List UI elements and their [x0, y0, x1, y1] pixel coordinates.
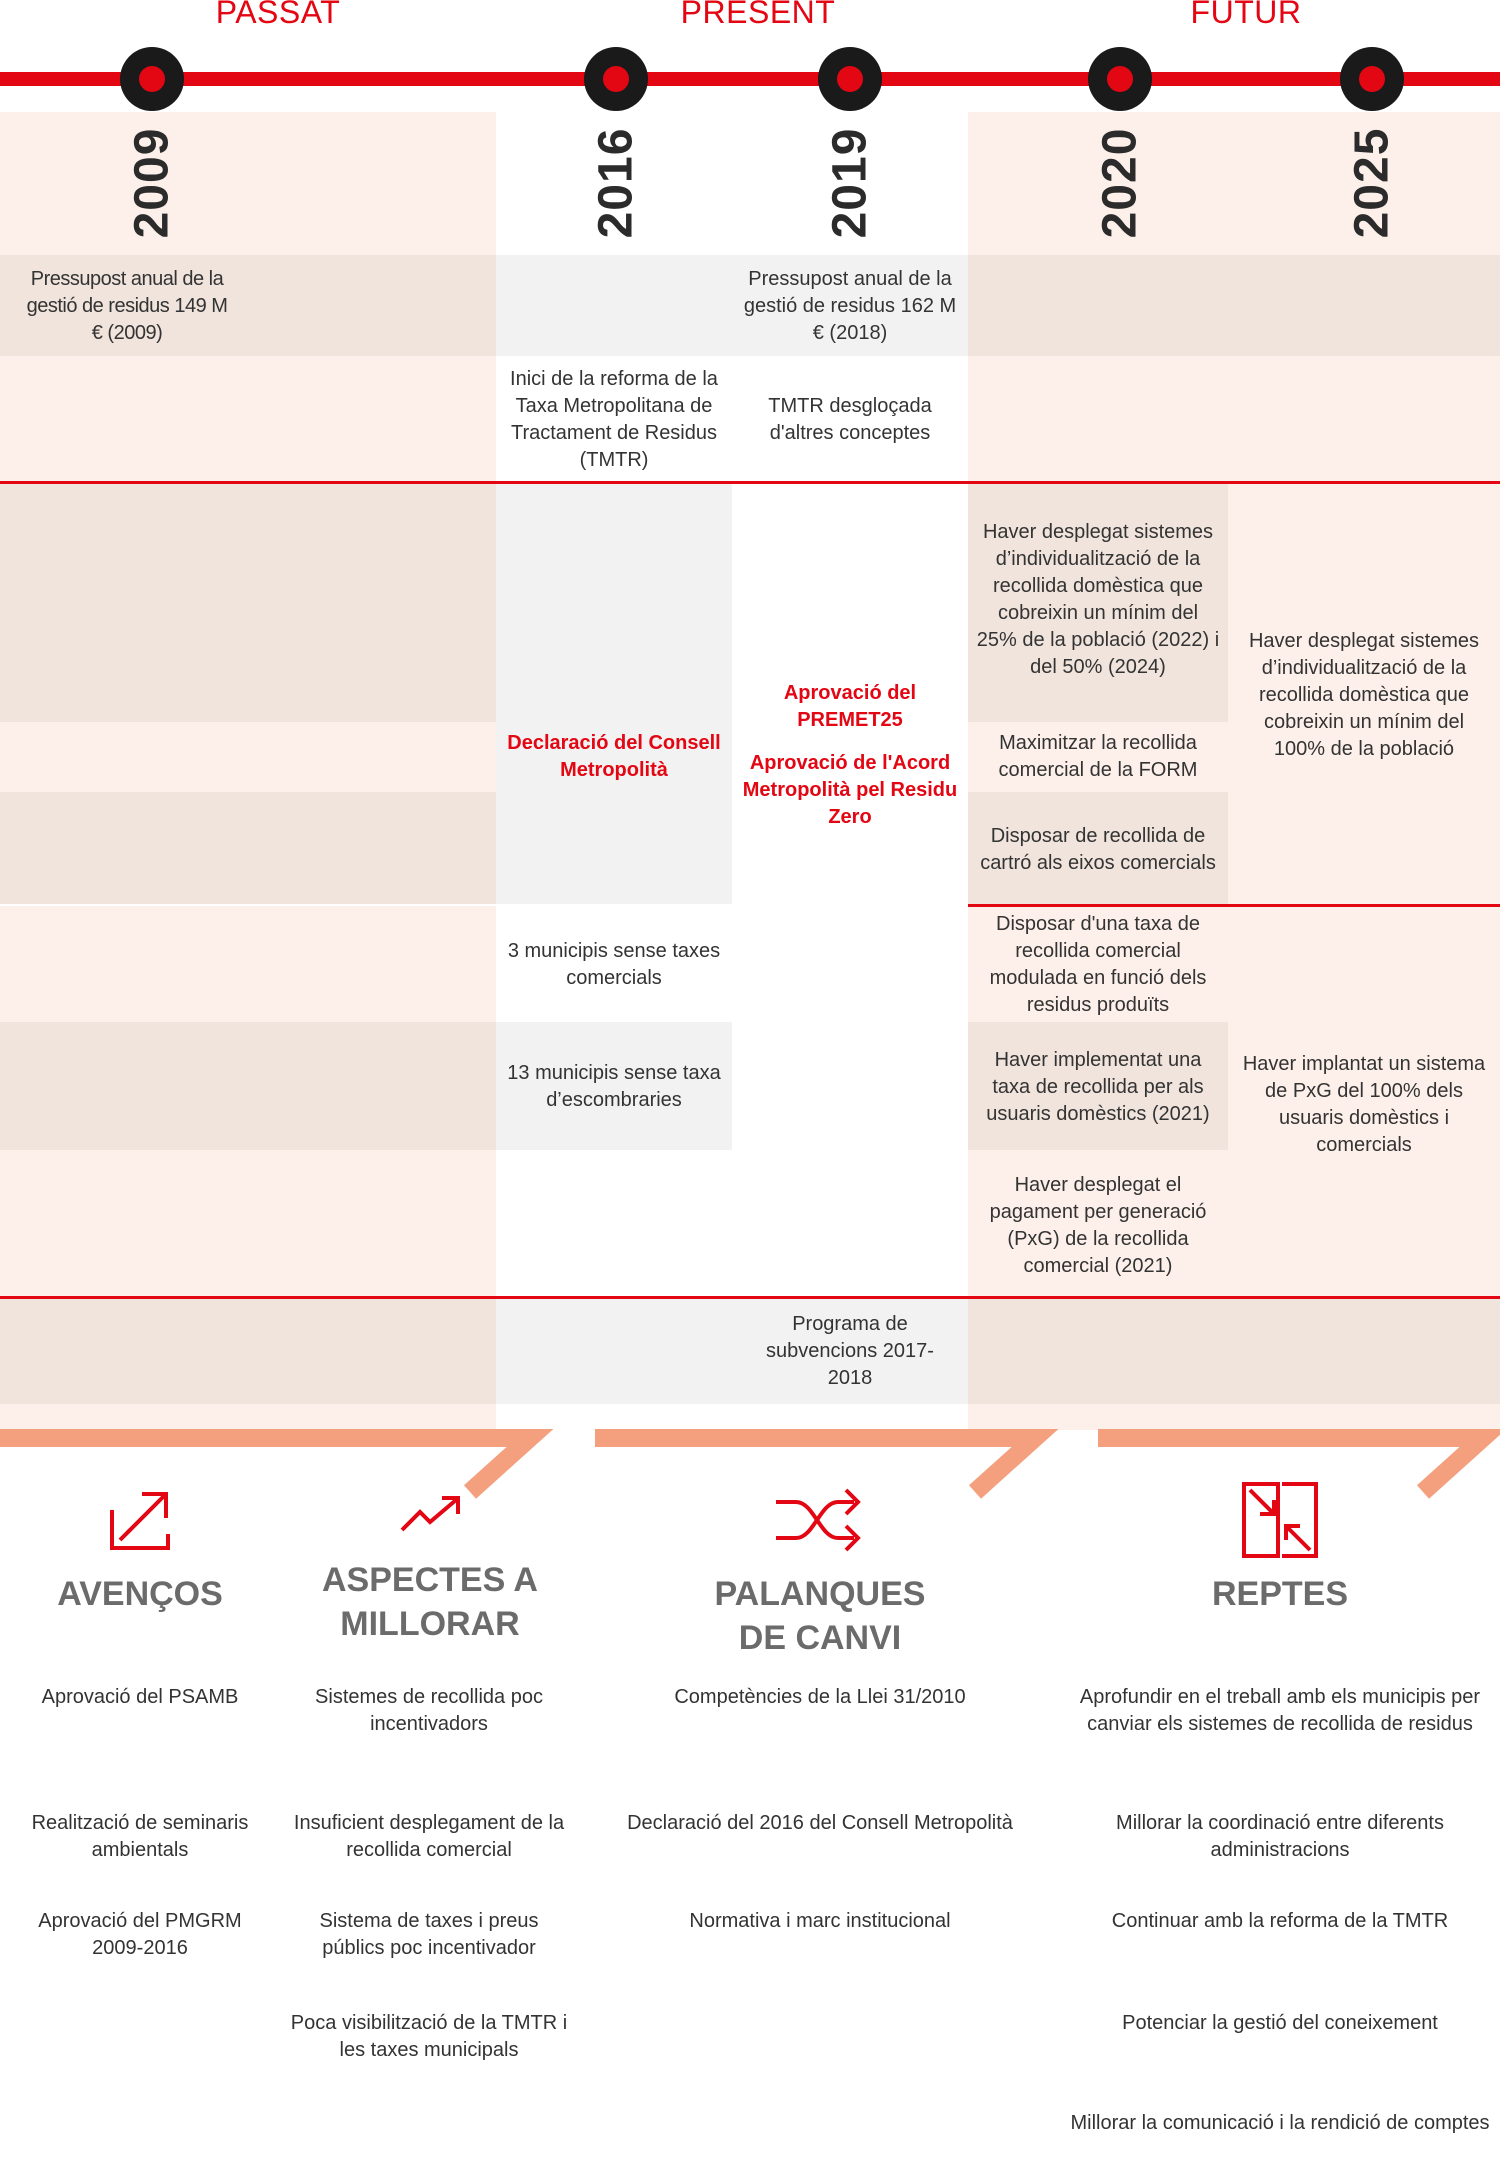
category-title-reptes: REPTES [1211, 1575, 1349, 1613]
bg-strat-2020-c [968, 792, 1228, 904]
bg-strat-left-b [0, 722, 496, 792]
bg-bottom-left [0, 1404, 496, 1430]
bg-fees-left-b [0, 1022, 496, 1150]
millorar-item: Sistema de taxes i preus públics poc inc… [319, 1910, 539, 1959]
chevron-arrow-left [0, 1429, 554, 1499]
bg-subs-mid [496, 1298, 968, 1404]
era-label-future: FUTUR [1190, 0, 1302, 30]
bg-subs-right [968, 1298, 1500, 1404]
bg-fees-2020-c [968, 1150, 1228, 1296]
timeline-dot-2016 [584, 47, 648, 111]
collapse-arrows-icon [1242, 1482, 1318, 1558]
bg-strat-left-c [0, 792, 496, 904]
bg-strat-2020-b [968, 722, 1228, 792]
category-title-avencos: AVENÇOS [57, 1575, 223, 1613]
timeline-dot-2019 [818, 47, 882, 111]
bg-row-budget-left [0, 255, 496, 356]
timeline-dot-2009 [120, 47, 184, 111]
year-2020: 2020 [1093, 127, 1147, 239]
millorar-item: Insuficient desplegament de la recollida… [293, 1812, 565, 1861]
timeline-dot-2020 [1088, 47, 1152, 111]
category-title-millorar-line2: MILLORAR [340, 1605, 520, 1643]
cell-indiv-2025: Haver desplegat sistemes d’individualitz… [1248, 629, 1480, 760]
year-2009: 2009 [125, 127, 179, 239]
divider-fees-future [968, 904, 1500, 907]
bg-row-budget-right [968, 255, 1500, 356]
category-title-palanques: PALANQUES DE CANVI [680, 1572, 960, 1660]
cell-form: Maximitzar la recollida comercial de la … [998, 732, 1198, 781]
category-title-millorar: ASPECTES A MILLORAR [290, 1558, 570, 1646]
cell-municipis-3: 3 municipis sense taxes comercials [507, 940, 721, 989]
cell-taxa-comercial: Disposar d'una taxa de recollida comerci… [989, 913, 1207, 1016]
cell-tmtr-reform: Inici de la reforma de la Taxa Metropoli… [510, 368, 718, 471]
reptes-item: Millorar la comunicació i la rendició de… [1070, 2112, 1490, 2134]
category-title-millorar-line1: ASPECTES A [321, 1561, 538, 1599]
reptes-item: Continuar amb la reforma de la TMTR [1111, 1910, 1449, 1932]
cell-premet25-acord: Aprovació del PREMET25 Aprovació de l'Ac… [736, 670, 964, 840]
cell-declaracio: Declaració del Consell Metropolità [507, 732, 721, 781]
bg-strat-2016 [496, 483, 732, 904]
cell-tmtr-breakdown: TMTR desgloçada d'altres conceptes [768, 395, 932, 444]
cell-subvencions: Programa de subvencions 2017-2018 [766, 1312, 934, 1389]
bg-subs-left [0, 1298, 496, 1404]
bg-bottom-right [968, 1404, 1500, 1430]
cell-cartro: Disposar de recollida de cartró als eixo… [980, 825, 1216, 874]
cell-pxg-comercial: Haver desplegat el pagament per generaci… [989, 1174, 1207, 1277]
cell-pxg-2025: Haver implantat un sistema de PxG del 10… [1242, 1053, 1486, 1156]
bg-row-budget-mid [496, 255, 968, 356]
palanques-item: Declaració del 2016 del Consell Metropol… [627, 1812, 1013, 1834]
bg-year-band-left [0, 112, 496, 255]
cell-indiv-2020: Haver desplegat sistemes d’individualitz… [976, 521, 1220, 678]
cell-acord: Aprovació de l'Acord Metropolità pel Res… [742, 751, 958, 828]
reptes-item: Potenciar la gestió del coneixement [1122, 2012, 1438, 2034]
avencos-item: Aprovació del PMGRM 2009-2016 [38, 1910, 242, 1959]
reptes-item: Millorar la coordinació entre diferents … [1116, 1812, 1444, 1861]
reptes-item: Aprofundir en el treball amb els municip… [1079, 1686, 1481, 1735]
cell-municipis-13: 13 municipis sense taxa d’escombraries [507, 1062, 721, 1111]
palanques-item: Competències de la Llei 31/2010 [674, 1686, 966, 1708]
bg-strat-2020-a [968, 483, 1228, 722]
bg-row-tmtr-left [0, 356, 496, 481]
avencos-item: Realització de seminaris ambientals [31, 1812, 249, 1861]
arrow-up-right-icon [110, 1492, 170, 1550]
bg-fees-left-c [0, 1150, 496, 1296]
cell-budget-2019: Pressupost anual de la gestió de residus… [743, 267, 957, 344]
chevron-arrow-middle [595, 1429, 1059, 1499]
cell-premet25: Aprovació del PREMET25 [783, 681, 917, 731]
year-2019: 2019 [823, 127, 877, 239]
era-label-past: PASSAT [215, 0, 341, 30]
bg-row-tmtr-right [968, 356, 1500, 481]
avencos-item: Aprovació del PSAMB [41, 1686, 239, 1708]
bg-year-band-future [968, 112, 1500, 255]
chevron-arrow-right [1098, 1429, 1500, 1499]
category-title-palanques-line2: DE CANVI [738, 1619, 902, 1657]
bg-fees-2020-a [968, 906, 1228, 1022]
bg-fees-2016-b [496, 1022, 732, 1150]
era-label-present: PRESENT [680, 0, 836, 30]
divider-subsidies [0, 1296, 1500, 1299]
year-2025: 2025 [1345, 127, 1399, 239]
bg-strat-left-a [0, 483, 496, 722]
shuffle-icon [776, 1488, 861, 1552]
bg-fees-2020-b [968, 1022, 1228, 1150]
category-title-palanques-line1: PALANQUES [714, 1575, 926, 1613]
bg-fees-left-a [0, 906, 496, 1022]
bg-strat-2025 [1228, 483, 1500, 904]
trend-up-icon [400, 1496, 460, 1532]
bg-fees-2025 [1228, 906, 1500, 1296]
cell-budget-2009: Pressupost anual de la gestió de residus… [26, 267, 228, 344]
palanques-item: Normativa i marc institucional [689, 1910, 951, 1932]
divider-budget [0, 481, 1500, 484]
cell-taxa-domestica: Haver implementat una taxa de recollida … [986, 1048, 1210, 1125]
millorar-item: Poca visibilització de la TMTR i les tax… [290, 2012, 568, 2061]
year-2016: 2016 [589, 127, 643, 239]
timeline-dot-2025 [1340, 47, 1404, 111]
millorar-item: Sistemes de recollida poc incentivadors [315, 1686, 543, 1735]
timeline-line [0, 72, 1500, 86]
